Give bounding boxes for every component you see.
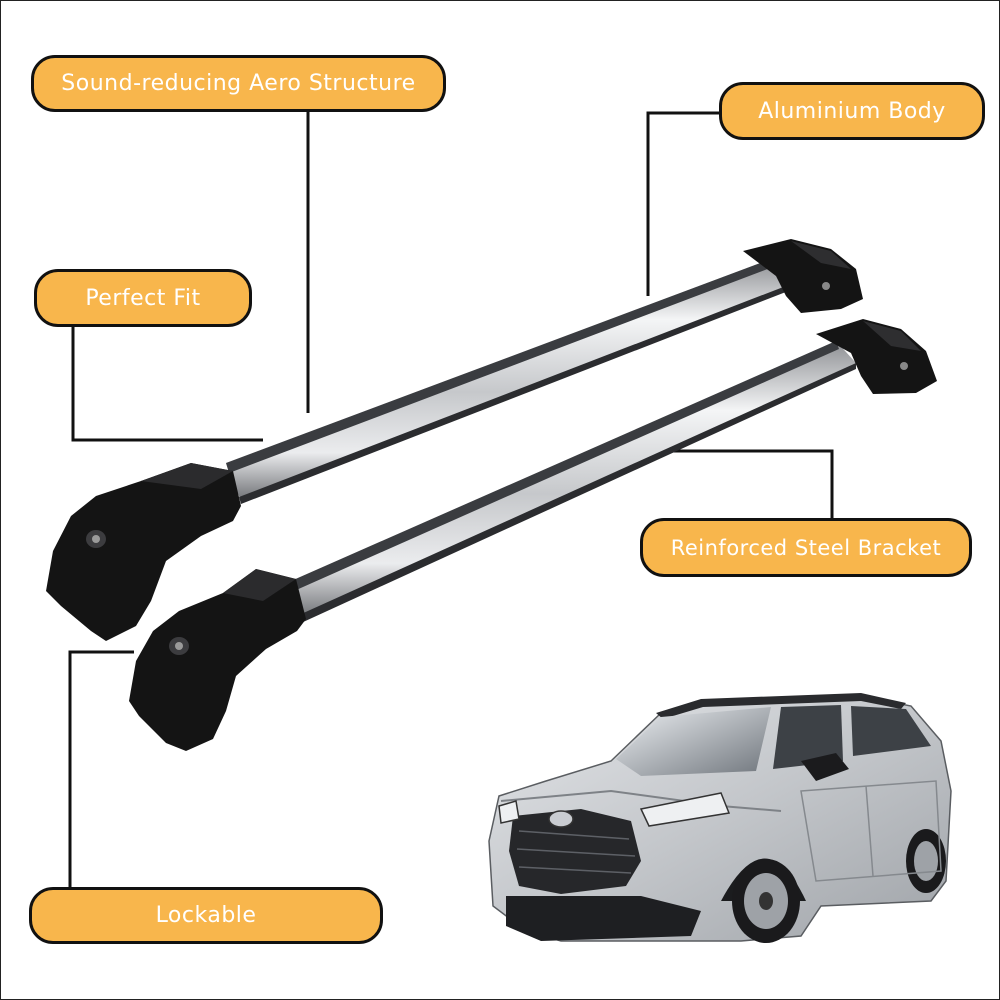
rear-cross-bar xyxy=(46,239,863,641)
front-cross-bar xyxy=(129,319,937,751)
feature-label-perfect-fit-text: Perfect Fit xyxy=(85,285,201,311)
leader-line-aluminium xyxy=(646,111,719,296)
suv-car-icon xyxy=(488,693,952,943)
leader-lines xyxy=(68,111,834,887)
leader-line-steel xyxy=(656,449,834,518)
feature-label-lockable-text: Lockable xyxy=(155,903,257,928)
feature-label-aero-structure-text: Sound-reducing Aero Structure xyxy=(61,71,416,96)
feature-label-lockable: Lockable xyxy=(29,887,383,944)
feature-label-steel-bracket-text: Reinforced Steel Bracket xyxy=(670,535,942,560)
feature-label-aluminium-body-text: Aluminium Body xyxy=(758,98,946,124)
feature-label-aero-structure: Sound-reducing Aero Structure xyxy=(31,55,446,112)
leader-line-fit xyxy=(71,327,263,442)
leader-line-lockable xyxy=(68,650,134,887)
feature-label-perfect-fit: Perfect Fit xyxy=(34,269,252,327)
feature-label-aluminium-body: Aluminium Body xyxy=(719,82,985,140)
feature-label-steel-bracket: Reinforced Steel Bracket xyxy=(640,518,972,577)
